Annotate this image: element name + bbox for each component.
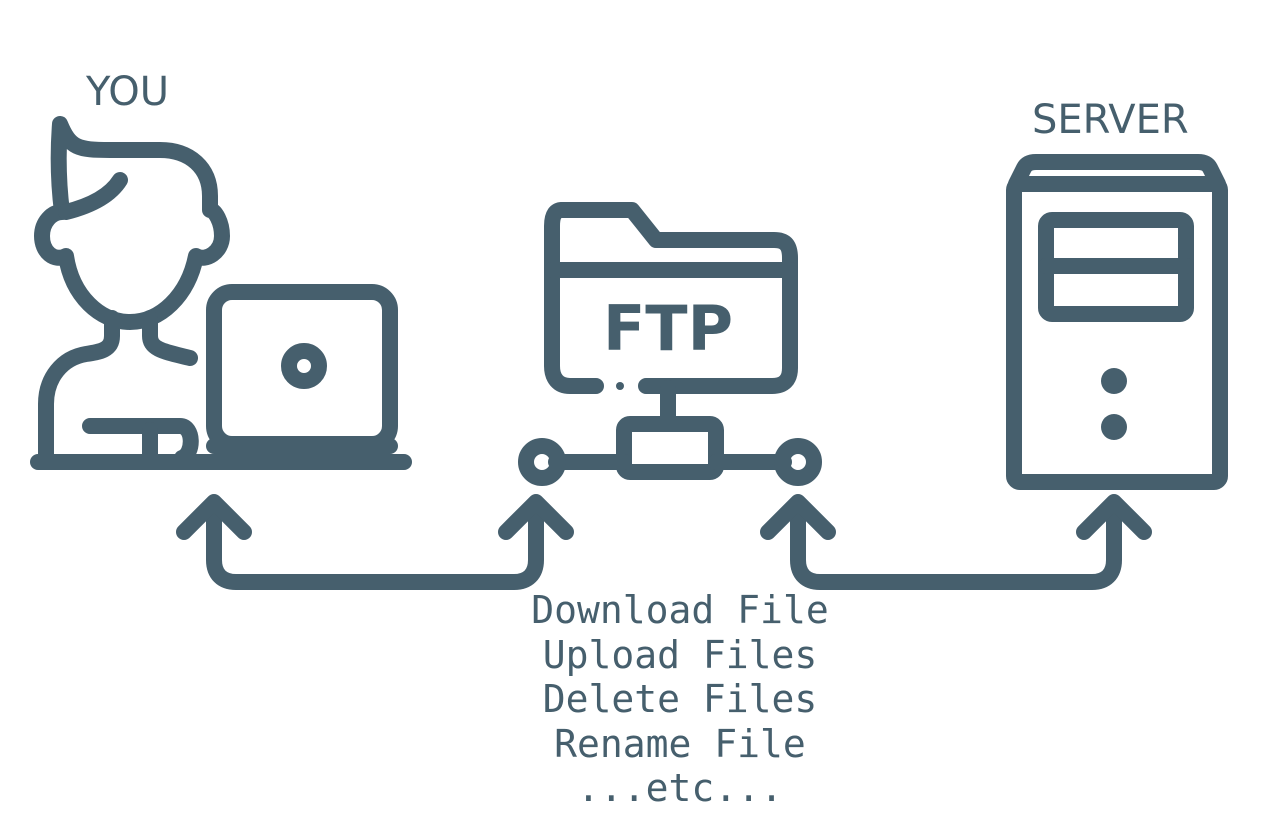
server-tower-icon: [1006, 154, 1228, 490]
folder-dot: [616, 382, 624, 390]
arrow-right-head-b: [1076, 494, 1152, 540]
person-with-laptop-icon: [30, 116, 412, 470]
operations-list: Download File Upload Files Delete Files …: [480, 588, 880, 811]
server-led-top: [1101, 368, 1127, 394]
arrow-right-connector: [790, 504, 1122, 590]
operation-download: Download File: [531, 588, 829, 632]
double-headed-arrow-icon: [176, 494, 574, 590]
ftp-folder-network-icon: FTP: [518, 202, 822, 486]
network-node-left: [518, 438, 566, 486]
operation-etc: ...etc...: [577, 766, 783, 810]
arrow-left-connector: [206, 504, 544, 590]
server-body: [1006, 176, 1228, 490]
folder-left: [544, 202, 604, 394]
network-node-right: [774, 438, 822, 486]
person-body: [38, 310, 120, 466]
arrow-right-head-a: [760, 494, 836, 540]
arrow-left-head-b: [498, 494, 574, 540]
server-label: SERVER: [1032, 97, 1189, 143]
network-hub: [616, 416, 724, 480]
person-hairline: [58, 172, 128, 220]
server-led-bottom: [1101, 414, 1127, 440]
laptop-screen: [206, 284, 398, 452]
person-head: [34, 116, 230, 330]
ftp-label: FTP: [603, 292, 733, 365]
operation-upload: Upload Files: [542, 632, 818, 677]
person-arm: [82, 418, 199, 466]
server-top: [1008, 154, 1226, 192]
double-headed-arrow-icon: [760, 494, 1152, 590]
operation-delete: Delete Files: [542, 677, 818, 721]
laptop-logo: [281, 343, 327, 389]
folder-body: [554, 202, 798, 394]
operation-rename: Rename File: [554, 721, 806, 766]
client-label: YOU: [86, 69, 170, 115]
person-shoulder: [142, 310, 198, 366]
arrow-left-head-a: [176, 494, 252, 540]
